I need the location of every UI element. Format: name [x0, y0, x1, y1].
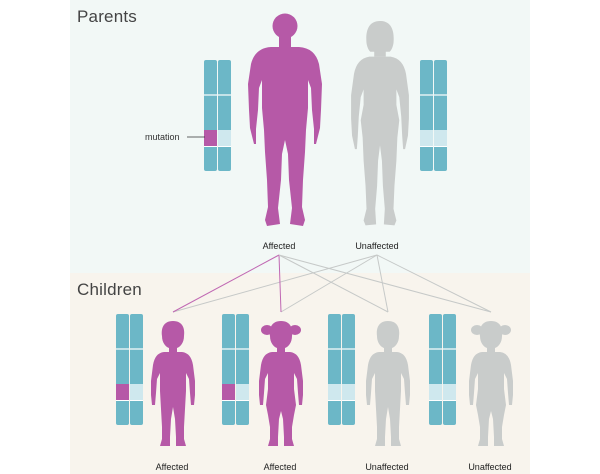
chromatid-body: [328, 314, 341, 425]
mutation-callout: mutation: [145, 132, 205, 142]
line-unaffected-to-child-3: [376, 254, 389, 313]
mutated-chromatid: [116, 314, 129, 425]
mutated-chromatid: [222, 314, 235, 425]
normal-chromatid: [429, 314, 442, 425]
normal-chromatid: [236, 314, 249, 425]
child-chromosome-pair: [222, 314, 249, 425]
boy-silhouette: [366, 321, 410, 446]
boy-silhouette: [151, 321, 195, 446]
normal-chromatid: [420, 60, 433, 171]
chromatid-body: [204, 60, 217, 171]
children-row: Affected Affected Unaffected Unaffected: [116, 314, 513, 472]
chromatid-body: [222, 314, 235, 425]
line-affected-to-child-3: [278, 254, 389, 313]
line-affected-to-child-2: [278, 254, 282, 313]
girl-silhouette: [469, 321, 513, 446]
parent2-status: Unaffected: [355, 241, 398, 251]
parent2-figure: [351, 20, 409, 226]
chromatid-body: [342, 314, 355, 425]
line-unaffected-to-child-4: [376, 254, 492, 313]
child-status-label: Affected: [264, 462, 297, 472]
unaffected-mother-silhouette: [351, 20, 409, 226]
line-unaffected-to-child-2: [280, 254, 378, 313]
chromatid-body: [434, 60, 447, 171]
parent1-chromosome-pair: [204, 60, 231, 171]
child-4: Unaffected: [429, 314, 513, 472]
chromatid-band: [222, 384, 235, 400]
line-affected-to-child-1: [172, 254, 280, 313]
inheritance-lines: [172, 254, 492, 313]
chromatid-band: [130, 384, 143, 400]
affected-father-silhouette: [248, 13, 322, 226]
line-affected-to-child-4: [278, 254, 492, 313]
children-title: Children: [77, 280, 142, 299]
girl-silhouette: [259, 321, 303, 446]
child-2: Affected: [222, 314, 303, 472]
parent1-status: Affected: [263, 241, 296, 251]
chromatid-band: [420, 130, 433, 146]
chromatid-band: [443, 384, 456, 400]
child-status-label: Affected: [156, 462, 189, 472]
chromatid-band: [342, 384, 355, 400]
child-chromosome-pair: [429, 314, 456, 425]
child-status-label: Unaffected: [468, 462, 511, 472]
normal-chromatid: [218, 60, 231, 171]
normal-chromatid: [130, 314, 143, 425]
affected-parent-lines: [172, 254, 492, 313]
chromatid-body: [130, 314, 143, 425]
chromatid-band: [434, 130, 447, 146]
normal-chromatid: [443, 314, 456, 425]
mutated-chromatid: [204, 60, 217, 171]
chromatid-body: [420, 60, 433, 171]
parent1-figure: [248, 13, 322, 226]
normal-chromatid: [434, 60, 447, 171]
chromatid-body: [116, 314, 129, 425]
child-3: Unaffected: [328, 314, 410, 472]
chromatid-band: [236, 384, 249, 400]
chromatid-band: [116, 384, 129, 400]
chromatid-body: [218, 60, 231, 171]
chromatid-body: [236, 314, 249, 425]
child-status-label: Unaffected: [365, 462, 408, 472]
chromatid-band: [328, 384, 341, 400]
child-1: Affected: [116, 314, 195, 472]
parent2-chromosome-pair: [420, 60, 447, 171]
unaffected-parent-lines: [172, 254, 492, 313]
mutation-label: mutation: [145, 132, 180, 142]
child-chromosome-pair: [116, 314, 143, 425]
chromatid-band: [429, 384, 442, 400]
chromatid-body: [443, 314, 456, 425]
child-chromosome-pair: [328, 314, 355, 425]
normal-chromatid: [328, 314, 341, 425]
normal-chromatid: [342, 314, 355, 425]
parents-title: Parents: [77, 7, 137, 26]
chromatid-body: [429, 314, 442, 425]
line-unaffected-to-child-1: [172, 254, 378, 313]
chromatid-band: [218, 130, 231, 146]
chromatid-band: [204, 130, 217, 146]
